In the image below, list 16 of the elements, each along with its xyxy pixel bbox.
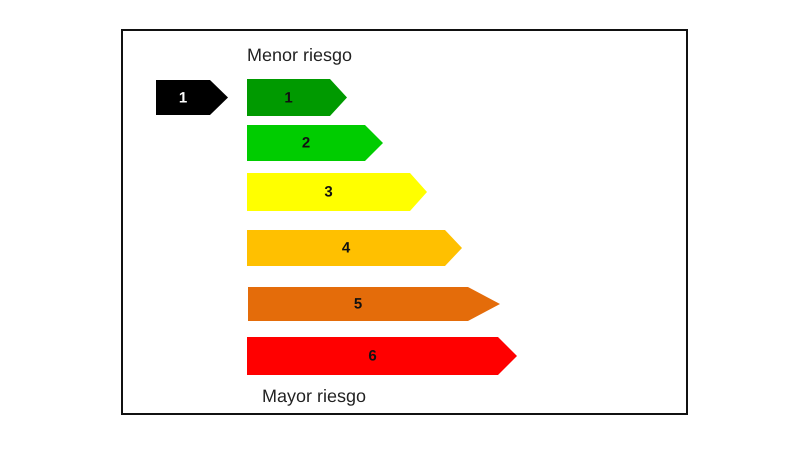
level-number: 6 (368, 348, 377, 364)
level-number: 2 (302, 136, 310, 150)
low-risk-label: Menor riesgo (247, 46, 352, 64)
high-risk-label: Mayor riesgo (262, 387, 366, 405)
risk-level-bar (247, 79, 347, 116)
risk-level-bar (248, 287, 500, 321)
risk-level-bar (247, 337, 517, 375)
risk-level-bar (247, 173, 427, 211)
level-number: 1 (284, 90, 293, 105)
level-number: 3 (324, 184, 333, 200)
risk-level-bar (247, 230, 462, 266)
risk-level-bar (247, 125, 383, 161)
selected-level-tag (156, 80, 228, 115)
level-number: 4 (342, 240, 350, 256)
level-number: 5 (354, 296, 362, 312)
selected-level-number: 1 (178, 90, 188, 105)
